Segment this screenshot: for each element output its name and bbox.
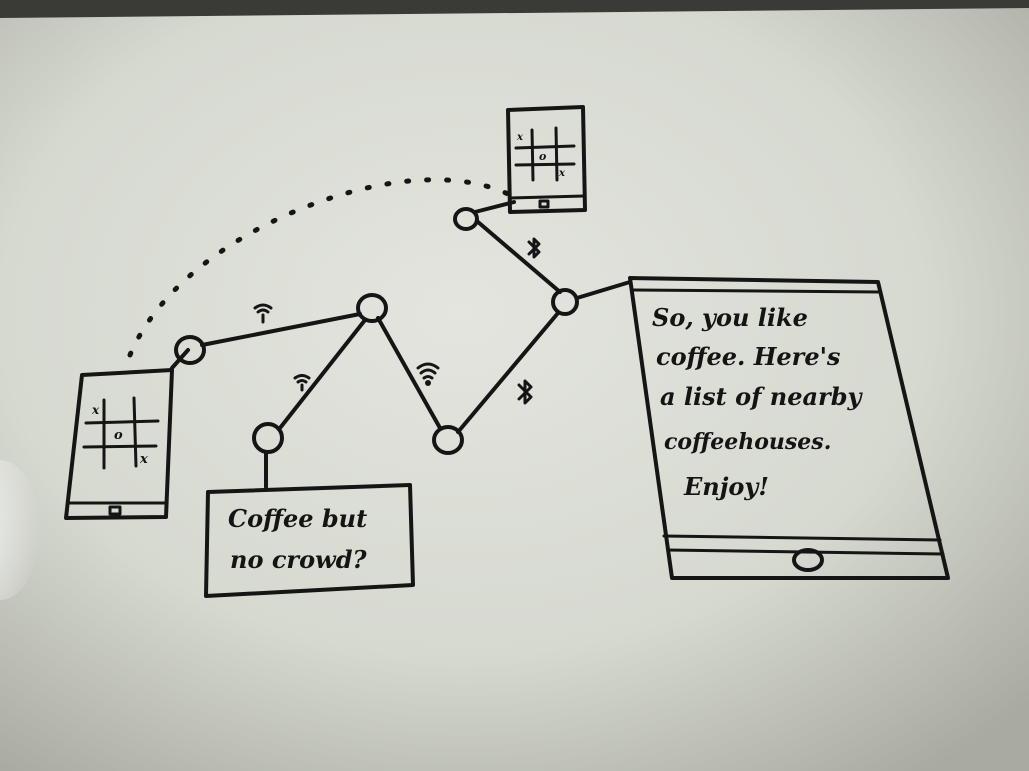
top-phone-mark: x [558, 168, 566, 179]
node [551, 288, 579, 316]
node [174, 335, 206, 365]
wifi-icon [253, 303, 273, 324]
left-phone: x o x [64, 368, 174, 520]
whiteboard-surface [0, 8, 1029, 771]
node [252, 422, 284, 454]
left-phone-mark: x [139, 452, 148, 467]
speech-box-line1: Coffee but [228, 504, 367, 533]
light-glare [0, 460, 40, 600]
wifi-icon [416, 362, 440, 386]
left-phone-mark: x [91, 403, 100, 417]
wifi-icon [293, 374, 311, 392]
network-links [170, 200, 632, 489]
top-phone: x o x [506, 105, 587, 214]
tablet-message-line5: Enjoy! [683, 472, 769, 501]
network-nodes [174, 207, 579, 455]
tablet-message-line3: a list of nearby [660, 382, 863, 411]
speech-box: Coffee but no crowd? [204, 483, 415, 598]
tablet-message-line4: coffeehouses. [664, 429, 831, 455]
left-phone-mark: o [114, 428, 123, 443]
node [432, 425, 464, 455]
tic-tac-toe-board-icon [82, 396, 160, 470]
tablet-message-line1: So, you like [652, 303, 808, 332]
tic-tac-toe-board-icon [514, 126, 576, 182]
home-button-icon [792, 548, 824, 572]
dotted-arc [127, 177, 513, 358]
node [356, 293, 388, 323]
tablet-message-line2: coffee. Here's [656, 342, 841, 371]
node [453, 207, 479, 231]
tablet: So, you like coffee. Here's a list of ne… [628, 276, 950, 580]
bluetooth-icon [527, 237, 541, 259]
speech-box-line2: no crowd? [230, 545, 368, 574]
bluetooth-icon [517, 379, 533, 405]
top-phone-mark: x [516, 132, 524, 143]
home-button-icon [108, 505, 122, 516]
home-button-icon [538, 199, 550, 209]
top-phone-mark: o [539, 150, 546, 163]
